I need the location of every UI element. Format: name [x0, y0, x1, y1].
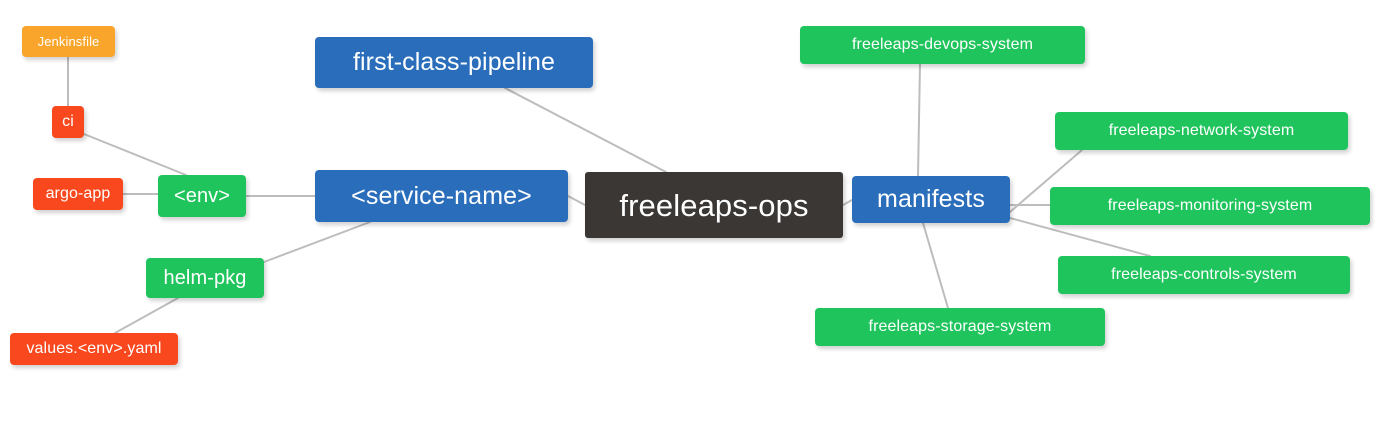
- mindmap-node-freeleaps-monitoring-system[interactable]: freeleaps-monitoring-system: [1050, 187, 1370, 225]
- edge-freeleaps-ops-to-service-name: [567, 195, 586, 206]
- edge-freeleaps-ops-to-first-class-pipeline: [504, 87, 667, 173]
- edge-env-to-ci: [83, 133, 187, 176]
- mindmap-node-freeleaps-ops[interactable]: freeleaps-ops: [585, 172, 843, 238]
- edge-helm-pkg-to-values-env-yaml: [114, 297, 179, 334]
- mindmap-node-argo-app[interactable]: argo-app: [33, 178, 123, 210]
- mindmap-node-values-env-yaml[interactable]: values.<env>.yaml: [10, 333, 178, 365]
- edge-manifests-to-freeleaps-storage-system: [922, 222, 949, 309]
- mindmap-node-ci[interactable]: ci: [52, 106, 84, 138]
- mindmap-node-freeleaps-network-system[interactable]: freeleaps-network-system: [1055, 112, 1348, 150]
- edge-freeleaps-ops-to-manifests: [842, 199, 853, 206]
- mindmap-node-jenkinsfile[interactable]: Jenkinsfile: [22, 26, 115, 57]
- mindmap-node-freeleaps-controls-system[interactable]: freeleaps-controls-system: [1058, 256, 1350, 294]
- mindmap-node-manifests[interactable]: manifests: [852, 176, 1010, 223]
- mindmap-node-helm-pkg[interactable]: helm-pkg: [146, 258, 264, 298]
- edge-manifests-to-freeleaps-devops-system: [917, 63, 921, 177]
- mindmap-node-freeleaps-devops-system[interactable]: freeleaps-devops-system: [800, 26, 1085, 64]
- edge-service-name-to-helm-pkg: [263, 221, 371, 263]
- mindmap-node-freeleaps-storage-system[interactable]: freeleaps-storage-system: [815, 308, 1105, 346]
- mindmap-node-service-name[interactable]: <service-name>: [315, 170, 568, 222]
- mindmap-node-env[interactable]: <env>: [158, 175, 246, 217]
- mindmap-node-first-class-pipeline[interactable]: first-class-pipeline: [315, 37, 593, 88]
